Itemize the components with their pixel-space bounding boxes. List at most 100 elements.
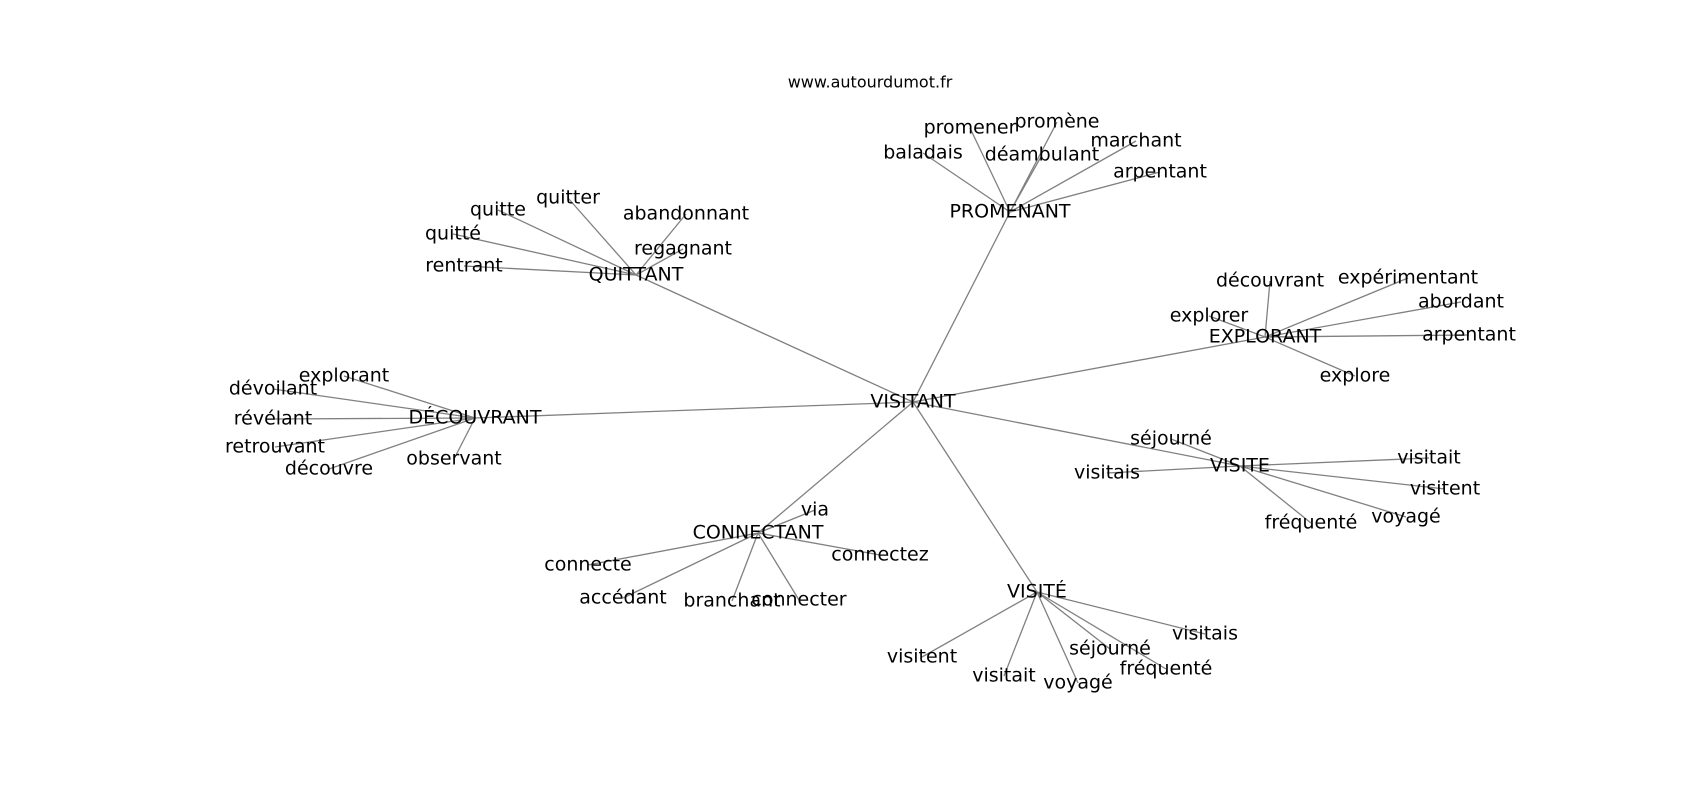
edge-quittant-quitte (497, 209, 637, 276)
edge-visite-visitait (1239, 457, 1430, 467)
leaf-node-visitais: visitais (1074, 462, 1140, 484)
hub-node-visite: VISITÉ (1007, 580, 1067, 603)
leaf-node-promener: promener (924, 117, 1017, 139)
center-node-visitant: VISITANT (870, 391, 956, 413)
edge-quittant-regagnant (635, 248, 684, 276)
edge-decouvrant-explorant (343, 375, 476, 419)
edge-explorant-experimentant (1264, 277, 1409, 338)
edge-connectant-connecte (587, 532, 759, 566)
edge-visite-voyage (1239, 465, 1407, 518)
leaf-node-regagnant: regagnant (634, 238, 732, 260)
edge-decouvrant-decouvre (328, 417, 476, 470)
leaf-node-voyage: voyagé (1371, 506, 1441, 528)
leaf-node-baladais: baladais (883, 142, 963, 164)
leaf-node-visitait: visitait (1397, 447, 1461, 469)
leaf-node-visitait: visitait (972, 665, 1036, 687)
edge-quittant-quitter (567, 197, 637, 276)
edge-explorant-arpentant (1264, 334, 1470, 338)
leaf-node-visitent: visitent (1410, 478, 1480, 500)
edge-visite-visitais (1036, 591, 1206, 635)
edge-center-visite (912, 401, 1038, 593)
edge-connectant-branchant (731, 532, 759, 602)
edge-connectant-via (757, 509, 816, 534)
edge-explorant-explore (1264, 336, 1356, 377)
edge-explorant-explorer (1208, 315, 1266, 338)
edge-center-decouvrant (474, 401, 914, 419)
leaf-node-quitte: quitté (425, 223, 481, 245)
edge-decouvrant-revelant (272, 417, 476, 420)
edge-promenant-arpentant (1009, 171, 1161, 213)
leaf-node-rentrant: rentrant (425, 255, 503, 277)
hub-node-quittant: QUITTANT (589, 264, 684, 286)
edge-visite-sejourne (1036, 591, 1111, 650)
edge-visite-frequente (1036, 591, 1167, 670)
edge-visite-visitait (1003, 591, 1038, 677)
edge-decouvrant-devoilant (272, 388, 476, 419)
hub-node-decouvrant: DÉCOUVRANT (408, 406, 541, 429)
leaf-node-decouvrant: découvrant (1216, 270, 1324, 292)
leaf-node-quitte: quitte (470, 199, 526, 221)
edge-center-promenant (912, 211, 1011, 403)
edge-decouvrant-retrouvant (274, 417, 476, 448)
leaf-node-accedant: accédant (579, 587, 666, 609)
leaf-node-marchant: marchant (1090, 130, 1181, 152)
leaf-node-decouvre: découvre (285, 458, 373, 480)
leaf-node-devoilant: dévoilant (229, 378, 317, 400)
leaf-node-sejourne: séjourné (1130, 428, 1212, 450)
leaf-node-deambulant: déambulant (985, 144, 1099, 166)
edge-visite-voyage (1036, 591, 1079, 684)
hub-node-explorant: EXPLORANT (1209, 326, 1322, 348)
edge-promenant-deambulant (1009, 154, 1043, 213)
edge-quittant-quitte (452, 233, 637, 276)
edge-visite-visitent (921, 591, 1038, 658)
leaf-node-visitent: visitent (887, 646, 957, 668)
edge-center-visite (912, 401, 1241, 467)
edge-promenant-promener (969, 127, 1011, 213)
edge-promenant-baladais (922, 152, 1011, 213)
edge-connectant-accedant (622, 532, 759, 599)
leaf-node-explorant: explorant (299, 365, 390, 387)
leaf-node-arpentant: arpentant (1422, 324, 1516, 346)
leaf-node-visitais: visitais (1172, 623, 1238, 645)
watermark-text: www.autourdumot.fr (788, 73, 953, 92)
hub-node-visite: VISITE (1210, 455, 1270, 477)
edge-center-explorant (912, 336, 1266, 403)
edge-explorant-abordant (1264, 301, 1462, 338)
leaf-node-retrouvant: retrouvant (225, 436, 325, 458)
leaf-node-abordant: abordant (1418, 291, 1504, 313)
graph-labels: www.autourdumot.fr baladais promenerpromè… (225, 73, 1516, 694)
leaf-node-revelant: révélant (234, 408, 312, 430)
leaf-node-sejourne: séjourné (1069, 638, 1151, 660)
leaf-node-experimentant: expérimentant (1338, 267, 1478, 289)
edge-quittant-rentrant (463, 265, 637, 276)
leaf-node-frequente: fréquenté (1265, 512, 1358, 534)
edge-visite-visitent (1239, 465, 1446, 490)
edge-connectant-connectez (757, 532, 881, 556)
edge-explorant-decouvrant (1264, 280, 1271, 338)
edge-visite-sejourne (1170, 438, 1241, 467)
leaf-node-via: via (801, 499, 829, 521)
hub-node-connectant: CONNECTANT (693, 522, 824, 544)
leaf-node-observant: observant (406, 448, 501, 470)
edge-decouvrant-observant (453, 417, 476, 460)
leaf-node-frequente: fréquenté (1120, 658, 1213, 680)
leaf-node-connectez: connectez (831, 544, 928, 566)
leaf-node-promene: promène (1014, 111, 1099, 133)
leaf-node-connecte: connecte (544, 554, 631, 576)
leaf-node-quitter: quitter (536, 187, 600, 209)
edge-quittant-abandonnant (635, 213, 687, 276)
edge-promenant-marchant (1009, 140, 1137, 213)
leaf-node-connecter: connecter (751, 589, 846, 611)
leaf-node-voyage: voyagé (1043, 672, 1113, 694)
edge-connectant-connecter (757, 532, 800, 601)
edge-center-connectant (757, 401, 914, 534)
edge-visite-visitais (1106, 465, 1241, 474)
leaf-node-arpentant: arpentant (1113, 161, 1207, 183)
graph-edges (272, 121, 1470, 684)
leaf-node-abandonnant: abandonnant (623, 203, 749, 225)
edge-center-quittant (635, 274, 914, 403)
leaf-node-branchant: branchant (683, 590, 780, 612)
leaf-node-explorer: explorer (1170, 305, 1249, 327)
leaf-node-explore: explore (1320, 365, 1391, 387)
